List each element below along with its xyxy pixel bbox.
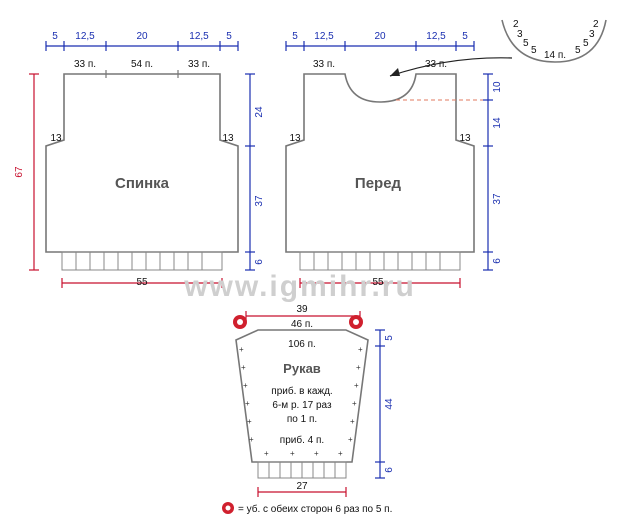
back-width-seg-2: 12,5: [75, 31, 95, 42]
front-armhole-right: 13: [459, 133, 471, 144]
sleeve-height-cap: 5: [384, 335, 395, 341]
sleeve-bottom-width: 27: [296, 481, 308, 492]
front-width-seg-2: 12,5: [314, 31, 334, 42]
svg-text:+: +: [358, 345, 363, 354]
front-bottom-width: 55: [372, 277, 384, 288]
neck-detail-curve: [501, 19, 607, 63]
neck-detail: 2 3 5 5 14 п. 5 5 3 2: [389, 19, 607, 77]
svg-text:+: +: [348, 435, 353, 444]
sleeve-outline: [235, 329, 369, 463]
svg-text:+: +: [264, 449, 269, 458]
back-height-body: 37: [254, 195, 265, 207]
legend-marker-icon: [222, 502, 234, 514]
sleeve-title: Рукав: [283, 361, 321, 376]
sleeve-increase-line-1: приб. в кажд.: [271, 385, 332, 397]
neck-step-r4: 2: [593, 19, 599, 30]
sleeve-increase-line-3: по 1 п.: [287, 414, 317, 425]
front-width-seg-4: 12,5: [426, 31, 446, 42]
svg-text:+: +: [356, 363, 361, 372]
front-width-seg-5: 5: [462, 31, 468, 42]
sleeve-increase-line-2: 6-м р. 17 раз: [272, 400, 332, 411]
front-width-seg-1: 5: [292, 31, 298, 42]
front-piece: 5 12,5 20 12,5 5 33 п. 33 п. 13 13 Перед: [285, 31, 503, 288]
svg-text:+: +: [247, 417, 252, 426]
svg-text:+: +: [243, 381, 248, 390]
svg-text:+: +: [354, 381, 359, 390]
legend-text: = уб. с обеих сторон 6 раз по 5 п.: [238, 503, 392, 515]
front-width-seg-3: 20: [374, 31, 386, 42]
back-top-ticks: [45, 41, 239, 51]
front-height-body: 37: [492, 193, 503, 205]
front-height-rib: 6: [492, 258, 503, 264]
front-top-ticks: [285, 41, 475, 51]
back-title: Спинка: [115, 175, 170, 192]
neck-step-l4: 5: [531, 45, 537, 56]
back-width-seg-3: 20: [136, 31, 148, 42]
neck-step-r1: 5: [575, 45, 581, 56]
neck-detail-arrow: [389, 57, 513, 77]
svg-text:+: +: [239, 345, 244, 354]
front-shoulder-left-stitches: 33 п.: [313, 59, 335, 70]
sleeve-stitches: 106 п.: [288, 339, 316, 350]
sleeve-increase-line-4: приб. 4 п.: [280, 434, 324, 446]
neck-step-l1: 2: [513, 19, 519, 30]
sleeve-top-width: 39: [296, 304, 308, 315]
back-shoulder-right-stitches: 33 п.: [188, 59, 210, 70]
back-piece: 5 12,5 20 12,5 5 33 п. 54 п. 33 п. 13 13…: [14, 31, 265, 288]
sleeve-height-rib: 6: [384, 467, 395, 473]
back-shoulder-left-stitches: 33 п.: [74, 59, 96, 70]
neck-step-r3: 3: [589, 29, 595, 40]
neck-step-l2: 3: [517, 29, 523, 40]
svg-text:+: +: [245, 399, 250, 408]
back-outline: [45, 73, 239, 253]
back-width-seg-5: 5: [226, 31, 232, 42]
back-bottom-width: 55: [136, 277, 148, 288]
svg-text:+: +: [350, 417, 355, 426]
back-width-seg-1: 5: [52, 31, 58, 42]
back-height-armhole: 24: [254, 106, 265, 118]
front-outline: [285, 73, 475, 253]
back-height-total: 67: [14, 166, 25, 178]
front-rib: [299, 251, 461, 271]
svg-text:+: +: [352, 399, 357, 408]
neck-center-stitches: 14 п.: [544, 50, 566, 61]
back-height-rib: 6: [254, 259, 265, 265]
svg-text:+: +: [290, 449, 295, 458]
svg-text:+: +: [249, 435, 254, 444]
front-height-armhole: 14: [492, 117, 503, 129]
watermark: www.igmihr.ru: [183, 270, 416, 303]
back-width-seg-4: 12,5: [189, 31, 209, 42]
back-armhole-left: 13: [50, 133, 62, 144]
back-rib: [61, 251, 223, 271]
sleeve-height-body: 44: [384, 398, 395, 410]
front-height-neck: 10: [492, 81, 503, 93]
front-title: Перед: [355, 175, 402, 192]
back-armhole-right: 13: [222, 133, 234, 144]
sleeve-top-stitches: 46 п.: [291, 319, 313, 330]
neck-detail-arrowhead: [390, 68, 400, 76]
back-neck-stitches: 54 п.: [131, 59, 153, 70]
front-armhole-left: 13: [289, 133, 301, 144]
decrease-marker-right: [349, 315, 363, 329]
sleeve-rib: [257, 461, 347, 479]
svg-text:+: +: [338, 449, 343, 458]
sleeve-piece: 39 46 п. 106 п. + + + + + + + + + + + + + + + + Рук…: [233, 304, 395, 497]
neck-step-r2: 5: [583, 38, 589, 49]
neck-step-l3: 5: [523, 38, 529, 49]
svg-text:+: +: [241, 363, 246, 372]
svg-text:+: +: [314, 449, 319, 458]
sleeve-increase-marks: + + + + + + + + + + + + + + + +: [239, 345, 363, 458]
legend: = уб. с обеих сторон 6 раз по 5 п.: [222, 502, 392, 515]
decrease-marker-left: [233, 315, 247, 329]
